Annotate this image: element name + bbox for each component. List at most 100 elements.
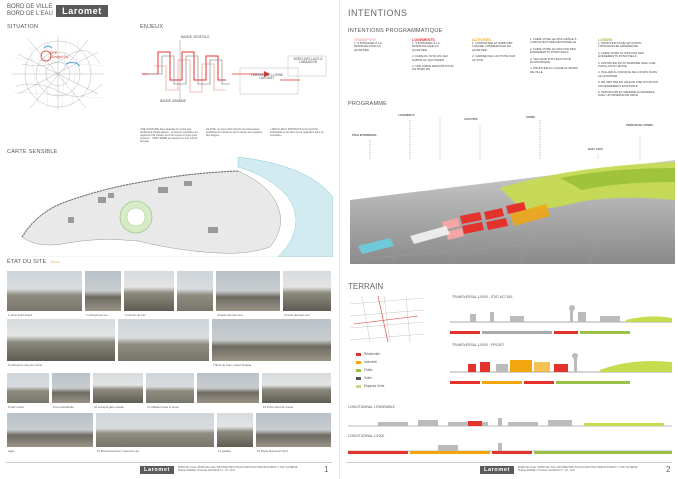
footer-text: BORD DE VILLE / BORD DE L'EAU DIPLÔME HM… [518, 466, 638, 473]
program-column: ACTIVITÉS 1. COMPLÉTER ET ENRICHIR L'OFF… [472, 38, 516, 62]
enjeux-text-1: UNE COUTURE dans laquelle il n'existe pa… [140, 128, 198, 143]
section-title: LONGITUDINAL 1/1000 [348, 434, 385, 438]
aerial-view [350, 160, 675, 264]
program-column: LOISIRS 1. PROFITER D'UNE SITUATION TOPO… [598, 38, 658, 98]
legend-item: Public [356, 368, 373, 372]
strip-residentiel [450, 381, 480, 384]
section-title: TRANSVERSAL 1/1000 - PROJET [452, 343, 505, 347]
panel-page-1: BORD DE VILLE BORD DE L'EAU Laromet SITU… [6, 4, 333, 474]
title-line-1: BORD DE VILLE [7, 4, 53, 10]
program-column: LOGEMENTS 1. S'INTÉGRER À LA MORPHOLOGIE… [412, 38, 454, 72]
site-photo [84, 270, 122, 312]
page-number: 1 [324, 465, 329, 474]
photo-caption: 4 bords des lacs sud [217, 313, 243, 317]
carte-heading: CARTE SENSIBLE [7, 149, 58, 155]
site-photo [255, 412, 332, 448]
enjeux-text-2: LE SITE, un pont ordre d'écrire les dime… [206, 128, 263, 137]
legend-item: Résidentiel [356, 352, 380, 356]
program-column: 1. FAIRE VIVRE LE SITE GRÂCE À L'ARCHITE… [530, 37, 578, 74]
strip-public [580, 331, 630, 334]
site-photo [215, 270, 281, 312]
section-longitudinal-ensemble [348, 418, 672, 427]
leader-lines [369, 118, 641, 160]
usine-label: TERRAIN DE L'USINE LAROMET [250, 73, 284, 80]
prog-label: ACTIVITÉS [464, 118, 478, 121]
site-photo [216, 412, 254, 448]
title-line-2: BORD DE L'EAU [7, 11, 53, 17]
prog-label: PÔLE INTERMODAL [352, 134, 378, 137]
photo-caption: 12 friche Nord de l'usine [263, 405, 294, 409]
footer-logo: Laromet [140, 466, 174, 474]
prog-label: TERRAIN DE LOISIRS [626, 124, 653, 127]
page-number: 2 [666, 465, 671, 474]
site-photo [176, 270, 214, 312]
enjeux-heading: ENJEUX [140, 24, 164, 30]
site-photo [6, 412, 94, 448]
site-photo [123, 270, 175, 312]
photo-caption: signe [8, 449, 15, 453]
band-urbaine-label: BANDE URBAINE [160, 99, 187, 103]
photo-caption: 2 entrepôt de vue [86, 313, 108, 317]
site-photo [117, 318, 210, 362]
prog-label: SCÈNE [526, 116, 535, 119]
carte-sensible-map [8, 157, 333, 257]
photo-caption: 1 usine Nord-Ouest [8, 313, 33, 317]
photo-caption: 14 gardien [218, 449, 232, 453]
footer-divider [346, 462, 672, 463]
legend-item: Industriel [356, 360, 377, 364]
site-photo [6, 318, 116, 362]
photo-caption: 11 château d'eau et stoca [147, 405, 179, 409]
etat-heading: ÉTAT DU SITE Photo [7, 259, 60, 265]
footer-logo: Laromet [480, 466, 514, 474]
strip-industriel [482, 381, 522, 384]
site-photo [261, 372, 332, 404]
strip-public [556, 381, 630, 384]
column-head: LOISIRS [598, 38, 613, 42]
arrow-right-icon [264, 71, 270, 77]
legend-item: Espaces Verts [356, 384, 384, 388]
column-head: ACTIVITÉS [472, 38, 491, 42]
legend-item: Voirie [356, 376, 372, 380]
photo-caption: 10 entrepôt gare réseau [94, 405, 124, 409]
site-photo [211, 318, 332, 362]
prog-label: LOGEMENTS [398, 114, 415, 117]
strip-residentiel [554, 331, 578, 334]
column-head: TRANSPORT [354, 38, 377, 42]
prog-label: BAR / CAFÉ [588, 148, 603, 151]
panel-page-2: INTENTIONS INTENTIONS PROGRAMMATIQUE TRA… [339, 0, 678, 479]
situation-map [8, 34, 108, 110]
programme-heading: PROGRAMME [348, 101, 388, 107]
photo-caption: 5 bords des lacs sud [284, 313, 310, 317]
photo-caption: 6 entrepôt le long de l'usine [8, 363, 43, 367]
enjeux-text-3: - DEUX LIEUX DISTINCTS entre la friche i… [270, 128, 324, 137]
intentions-heading: INTENTIONS [348, 8, 408, 18]
site-photo [95, 412, 215, 448]
strip-residentiel [450, 331, 480, 334]
site-photo [282, 270, 332, 312]
program-column: TRANSPORT 1. S'INTÉGRER À LA MORPHOLOGIE… [354, 38, 394, 55]
terrain-heading: TERRAIN [348, 282, 384, 291]
site-photo [51, 372, 91, 404]
photo-caption: 9 rue industrielle [53, 405, 74, 409]
site-photo [6, 270, 83, 312]
photo-caption: 3 chemin du Lac [125, 313, 146, 317]
footer-divider [6, 462, 332, 463]
site-marker-icon [40, 50, 52, 62]
enjeux-diagram [142, 40, 327, 102]
site-photo [196, 372, 260, 404]
site-photo [6, 372, 50, 404]
band-vegetale-label: BANDE VÉGÉTALE [181, 35, 210, 39]
photo-caption: 8 parc ouvert [8, 405, 25, 409]
strip-residentiel [524, 381, 554, 384]
laromet-logo: Laromet [56, 5, 108, 17]
column-head: LOGEMENTS [412, 38, 435, 42]
intentions-subheading: INTENTIONS PROGRAMMATIQUE [348, 28, 443, 34]
section-actuel [450, 305, 672, 323]
site-label: SITE (Sonlight So) [50, 51, 69, 59]
section-title: TRANSVERSAL 1/1000 - ÉTAT ACTUEL [452, 295, 514, 299]
strip-industriel [482, 331, 552, 334]
footer-text: BORD DE VILLE / BORD DE L'EAU DIPLÔME HM… [178, 466, 298, 473]
section-longitudinal [348, 443, 672, 454]
photo-caption: 13 Mount Kachmar / Lacul du Lac [97, 449, 139, 453]
photo-caption: 15 Route Bucuresti Nord [257, 449, 288, 453]
